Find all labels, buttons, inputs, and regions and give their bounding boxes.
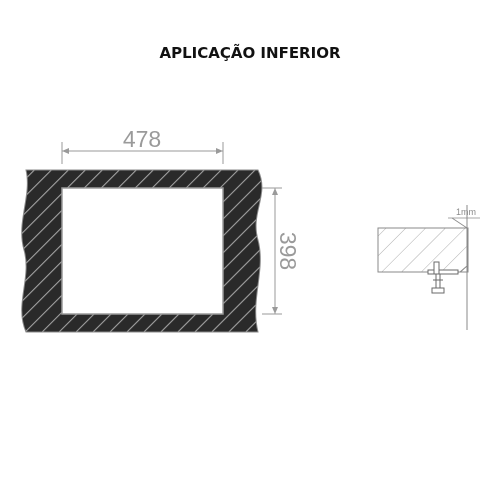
countertop-section <box>377 227 469 273</box>
width-arrow-right <box>216 148 223 154</box>
mounting-clip-icon <box>427 261 459 294</box>
height-dimension: 398 <box>262 187 301 315</box>
width-label: 478 <box>123 126 161 152</box>
height-arrow-bottom <box>272 307 278 314</box>
gap-label: 1mm <box>456 207 476 217</box>
height-arrow-top <box>272 188 278 195</box>
countertop-top-view <box>21 169 263 333</box>
page-title: APLICAÇÃO INFERIOR <box>159 44 341 62</box>
gap-dimension: 1mm <box>448 207 480 229</box>
section-detail: 1mm <box>377 205 480 330</box>
width-arrow-left <box>62 148 69 154</box>
width-dimension: 478 <box>61 126 224 164</box>
sink-cutout <box>61 187 224 315</box>
height-label: 398 <box>275 232 301 270</box>
